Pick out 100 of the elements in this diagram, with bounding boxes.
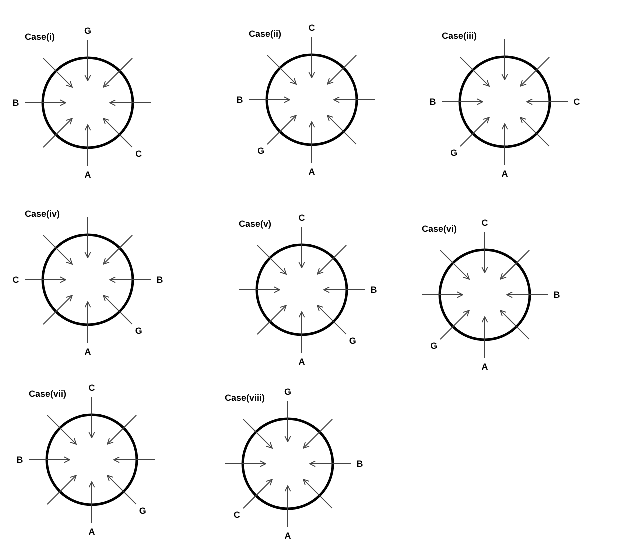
case-heading: Case(ii)	[249, 29, 282, 39]
point-label: B	[430, 97, 436, 107]
point-label: G	[135, 326, 142, 336]
arrow	[482, 316, 488, 358]
arrow	[256, 244, 287, 275]
point-label: C	[482, 218, 488, 228]
point-label: G	[84, 26, 92, 36]
arrow	[460, 117, 490, 148]
point-label: G	[284, 387, 292, 397]
arrow	[422, 292, 464, 298]
arrow	[500, 310, 530, 340]
arrow	[284, 400, 292, 442]
arrow	[317, 244, 348, 275]
arrow	[502, 124, 508, 166]
point-label: A	[84, 170, 92, 180]
arrow	[526, 98, 568, 106]
point-label: C	[88, 383, 96, 393]
point-label: A	[502, 169, 508, 179]
arrow	[310, 460, 352, 468]
case-heading: Case(i)	[25, 32, 56, 42]
arrow	[114, 456, 156, 464]
arrow	[107, 475, 138, 506]
case-heading: Case(vi)	[422, 224, 458, 234]
arrow	[520, 56, 550, 87]
arrow	[84, 124, 92, 166]
arrow	[103, 234, 134, 265]
arrow	[308, 122, 316, 164]
arrow	[46, 475, 77, 506]
arrow	[242, 479, 273, 510]
arrow	[308, 36, 316, 78]
arrow	[482, 232, 488, 274]
arrow	[520, 117, 550, 148]
arrow	[266, 54, 297, 85]
arrow	[42, 234, 73, 265]
point-label: A	[482, 362, 488, 372]
arrow	[42, 118, 73, 148]
point-label: B	[156, 275, 164, 285]
arrow	[284, 486, 292, 528]
arrow	[317, 305, 348, 336]
arrow	[84, 40, 92, 82]
arrow	[248, 96, 290, 104]
point-label: C	[234, 510, 240, 520]
point-label: G	[430, 340, 438, 351]
arrow	[298, 312, 306, 354]
arrow	[324, 286, 366, 294]
arrow	[84, 216, 92, 258]
point-label: C	[12, 275, 20, 285]
arrow	[500, 250, 530, 280]
arrow	[103, 58, 134, 88]
point-label: G	[349, 336, 356, 346]
point-label: B	[554, 290, 560, 300]
arrow	[298, 226, 306, 268]
point-label: B	[16, 455, 24, 465]
point-label: A	[308, 167, 316, 177]
arrow	[256, 305, 287, 336]
arrow	[440, 250, 470, 280]
point-label: B	[370, 285, 378, 295]
arrow	[103, 118, 134, 148]
arrow	[42, 295, 73, 326]
case-heading: Case(viii)	[225, 393, 266, 403]
arrow	[303, 418, 334, 449]
arrow	[224, 460, 266, 468]
arrow	[88, 396, 96, 438]
arrow	[440, 310, 470, 340]
point-label: B	[12, 98, 20, 108]
arrow	[327, 115, 358, 146]
arrow	[110, 100, 152, 106]
point-label: G	[258, 146, 265, 156]
arrow	[103, 295, 134, 326]
point-label: C	[308, 23, 316, 33]
point-label: A	[284, 531, 292, 541]
arrow	[84, 302, 92, 344]
point-label: B	[356, 459, 364, 469]
case-heading: Case(iii)	[442, 31, 478, 41]
arrow	[506, 292, 548, 298]
point-label: B	[236, 95, 244, 105]
arrow	[242, 418, 273, 449]
case-heading: Case(v)	[239, 219, 272, 229]
arrow	[442, 98, 484, 106]
point-label: A	[298, 357, 306, 367]
arrow	[88, 482, 96, 524]
arrow	[107, 414, 138, 445]
case-heading: Case(iv)	[25, 209, 60, 219]
arrow	[266, 115, 297, 146]
point-label: C	[574, 97, 580, 107]
point-label: C	[136, 148, 142, 159]
case-heading: Case(vii)	[29, 389, 67, 399]
point-label: A	[88, 527, 96, 537]
point-label: G	[139, 506, 146, 516]
arrow	[303, 479, 334, 510]
arrow	[327, 54, 358, 85]
arrow	[334, 96, 376, 104]
arrow	[24, 100, 66, 106]
arrow	[24, 276, 66, 284]
arrow	[46, 414, 77, 445]
point-label: C	[298, 213, 306, 223]
point-label: G	[450, 148, 458, 158]
point-label: A	[84, 347, 92, 357]
arrow	[460, 56, 490, 87]
arrow	[110, 276, 152, 284]
